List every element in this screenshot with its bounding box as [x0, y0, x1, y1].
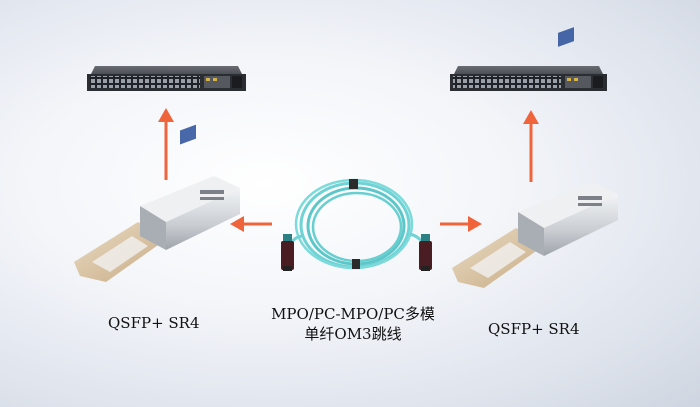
right-module-label: QSFP+ SR4 — [488, 320, 580, 338]
cable-label-line1: MPO/PC-MPO/PC多模 — [271, 305, 435, 323]
arrow-icon — [440, 216, 482, 232]
network-switch-icon — [87, 66, 246, 91]
network-switch-icon — [450, 66, 607, 91]
arrow-icon — [230, 216, 272, 232]
mpo-fiber-cable-icon — [281, 178, 432, 271]
left-module-label: QSFP+ SR4 — [108, 314, 200, 332]
cable-label: MPO/PC-MPO/PC多模 单纤OM3跳线 — [268, 304, 438, 344]
cable-label-line2: 单纤OM3跳线 — [304, 325, 402, 343]
arrow-icon — [523, 110, 539, 182]
qsfp-transceiver-icon — [74, 124, 240, 282]
qsfp-transceiver-icon — [452, 27, 618, 288]
arrow-icon — [158, 108, 174, 180]
